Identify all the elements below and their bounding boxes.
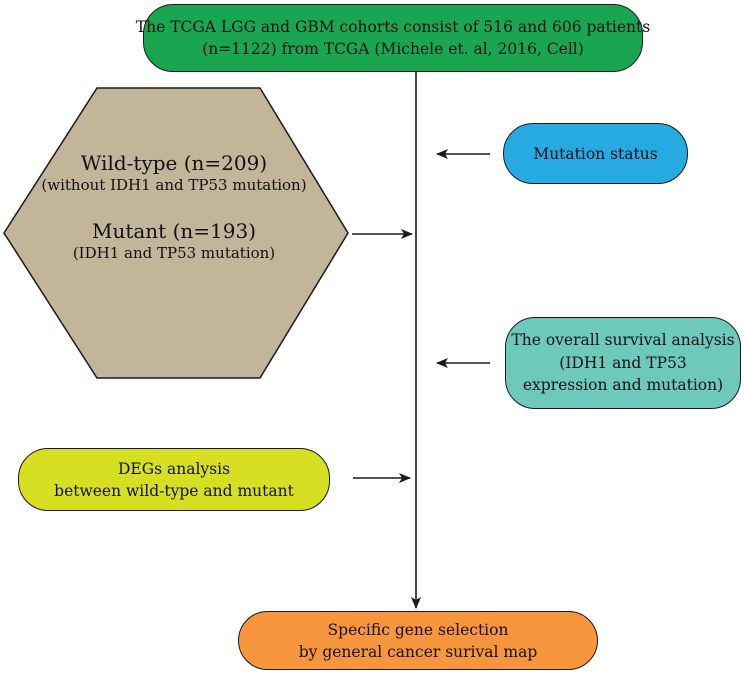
tcga-cohort-line2: (n=1122) from TCGA (Michele et. al, 2016… (202, 40, 584, 58)
mutation-status-box: Mutation status (503, 123, 688, 184)
mutant-title: Mutant (n=193) (91, 218, 256, 243)
mutation-status-label: Mutation status (533, 144, 658, 163)
degs-analysis-box: DEGs analysis between wild-type and muta… (18, 448, 330, 511)
degs-analysis-line1: DEGs analysis (117, 459, 231, 478)
gene-selection-line1: Specific gene selection (327, 620, 509, 639)
hexagon-groups: Wild-type (n=209) (without IDH1 and TP53… (0, 150, 348, 263)
tcga-cohort-line1: The TCGA LGG and GBM cohorts consist of … (135, 18, 651, 36)
gene-selection-box: Specific gene selection by general cance… (238, 611, 598, 670)
survival-analysis-line2: (IDH1 and TP53 (559, 353, 687, 372)
survival-analysis-line1: The overall survival analysis (511, 331, 735, 350)
wild-type-title: Wild-type (n=209) (80, 151, 268, 175)
survival-analysis-line3: expression and mutation) (522, 376, 724, 395)
mutant-subtitle: (IDH1 and TP53 mutation) (72, 243, 276, 262)
tcga-cohort-box: The TCGA LGG and GBM cohorts consist of … (136, 4, 650, 72)
gene-selection-line2: by general cancer surival map (298, 642, 538, 661)
survival-analysis-box: The overall survival analysis (IDH1 and … (505, 317, 741, 409)
degs-analysis-line2: between wild-type and mutant (54, 481, 294, 500)
wild-type-subtitle: (without IDH1 and TP53 mutation) (41, 176, 307, 194)
hexagon-shape (3, 87, 349, 379)
